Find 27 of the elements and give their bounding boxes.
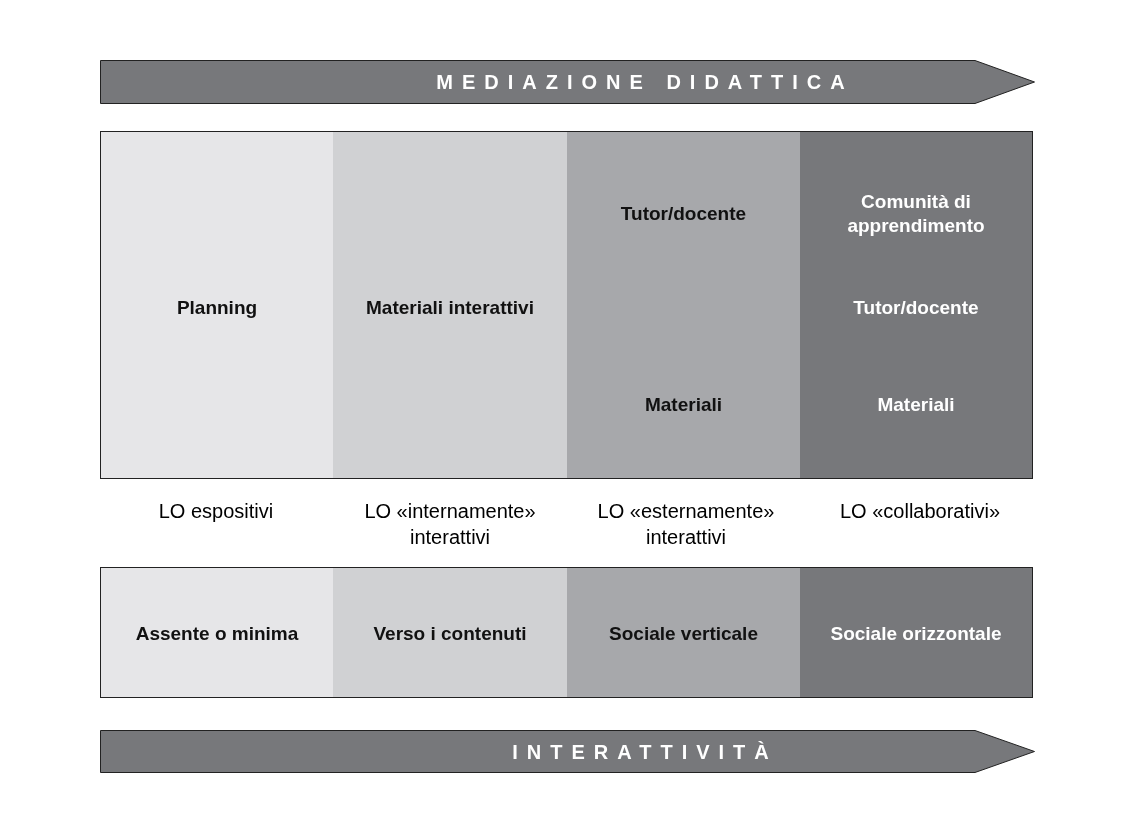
cell-text: Assente o minima (134, 622, 300, 646)
cell-text: Planning (175, 296, 259, 320)
column-caption: LO «esternamente» interattivi (596, 499, 776, 550)
table-cell (567, 567, 800, 698)
cell-text: Sociale orizzontale (829, 622, 1003, 646)
cell-text: Materiali interattivi (365, 296, 535, 320)
cell-text: Comunità di apprendimento (846, 190, 986, 238)
table-cell (100, 567, 333, 698)
table-cell (100, 131, 333, 479)
arrow-banner (100, 60, 1035, 104)
column-caption: LO «collaborativi» (838, 499, 1002, 524)
table-cell (800, 567, 1033, 698)
table-cell (800, 131, 1033, 479)
table-cell (333, 567, 567, 698)
cell-text: Tutor/docente (619, 202, 748, 226)
banner-title: INTERATTIVITÀ (512, 740, 778, 763)
column-caption: LO espositivi (157, 499, 275, 524)
cell-text: Tutor/docente (852, 296, 980, 320)
table-cell (333, 131, 567, 479)
column-caption: LO «internamente» interattivi (363, 499, 537, 550)
cell-text: Materiali (876, 393, 956, 417)
arrow-banner (100, 730, 1035, 773)
banner-title: MEDIAZIONE DIDATTICA (436, 70, 854, 94)
cell-text: Materiali (643, 393, 724, 417)
cell-text: Sociale verticale (608, 622, 759, 646)
table-cell (567, 131, 800, 479)
cell-text: Verso i contenuti (372, 622, 528, 646)
